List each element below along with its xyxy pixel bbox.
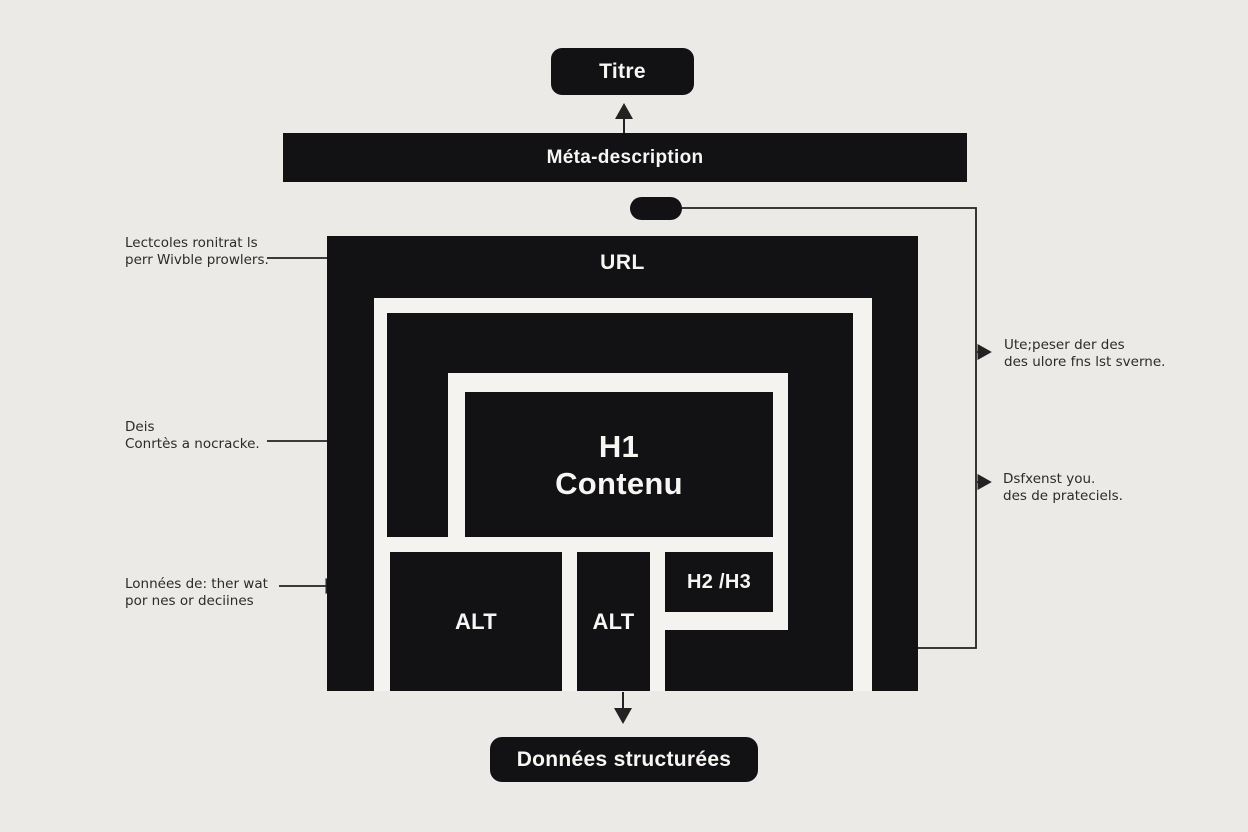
annotation-left-3: Lonnées de: ther wat por nes or deciines: [125, 576, 268, 609]
annotation-right-2: Dsfxenst you. des de prateciels.: [1003, 471, 1123, 504]
meta-description-label: Méta-description: [546, 146, 704, 168]
annotation-left-2-line1: Deis: [125, 419, 155, 435]
annotation-right-2-line1: Dsfxenst you.: [1003, 471, 1096, 487]
titre-node: Titre: [551, 48, 694, 95]
annotation-left-2-line2: Conrtès a nocracke.: [125, 435, 260, 452]
inner-frame-bottom-right: [665, 630, 853, 691]
annotation-left-1-line2: perr Wivble prowlers.: [125, 251, 269, 268]
annotation-left-1-line1: Lectcoles ronitrat ls: [125, 235, 258, 251]
annotation-left-2: Deis Conrtès a nocracke.: [125, 419, 260, 452]
meta-description-bar: Méta-description: [283, 133, 967, 182]
annotation-right-2-line2: des de prateciels.: [1003, 487, 1123, 504]
h1-contenu-box: H1 Contenu: [465, 392, 773, 537]
inner-frame-top: [387, 313, 853, 373]
annotation-right-1-line2: des ulore fns lst sverne.: [1004, 353, 1166, 370]
annotation-left-3-line1: Lonnées de: ther wat: [125, 576, 268, 592]
h1-label: H1: [598, 428, 640, 464]
alt-mid-label: ALT: [592, 608, 635, 634]
url-label: URL: [600, 251, 645, 274]
donnees-structurees-node: Données structurées: [490, 737, 758, 782]
annotation-left-3-line2: por nes or deciines: [125, 592, 254, 609]
alt-box-left: ALT: [390, 552, 562, 691]
contenu-label: Contenu: [555, 465, 683, 501]
h2-h3-label: H2 /H3: [686, 570, 752, 593]
alt-left-label: ALT: [454, 608, 498, 634]
donnees-structurees-label: Données structurées: [516, 747, 732, 771]
inner-frame-left-column: [387, 313, 448, 537]
h2-h3-box: H2 /H3: [665, 552, 773, 612]
connector-pill: [630, 197, 682, 220]
annotation-right-1: Ute;peser der des des ulore fns lst sver…: [1004, 337, 1165, 370]
annotation-left-1: Lectcoles ronitrat ls perr Wivble prowle…: [125, 235, 269, 268]
alt-box-middle: ALT: [577, 552, 650, 691]
inner-frame-right-column: [788, 313, 853, 691]
annotation-right-1-line1: Ute;peser der des: [1004, 337, 1125, 353]
titre-label: Titre: [599, 59, 646, 83]
